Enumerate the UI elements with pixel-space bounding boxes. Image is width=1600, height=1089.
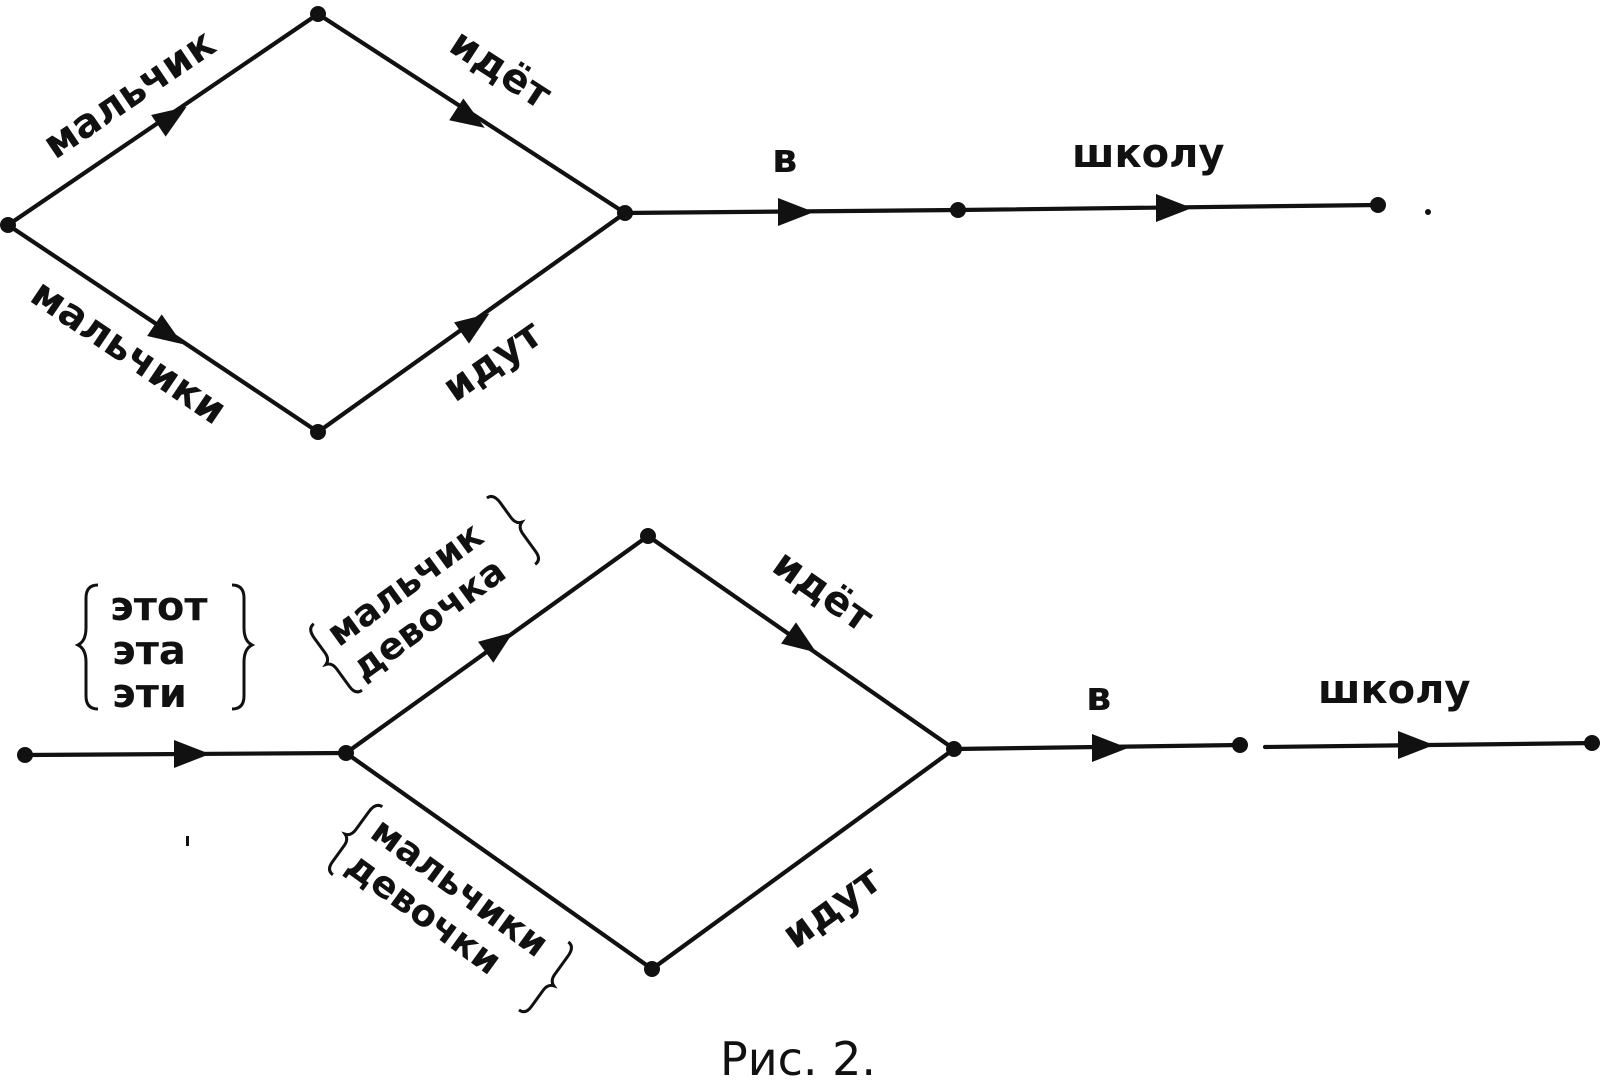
bottom-label-to: в xyxy=(1086,674,1111,720)
bottom-edge-split-to-lower xyxy=(343,750,655,972)
bottom-arrow-school xyxy=(1398,731,1434,759)
bottom-arrow-to xyxy=(1092,734,1128,762)
determiner-brace-left xyxy=(74,583,99,711)
top-label-boys: мальчики xyxy=(22,270,234,434)
top-node-upper xyxy=(310,6,326,22)
bottom-node-end xyxy=(1584,735,1600,751)
figure-caption: Рис. 2. xyxy=(720,1032,876,1086)
top-node-end xyxy=(1370,197,1386,213)
top-node-start xyxy=(0,217,16,233)
bottom-node-upper xyxy=(640,528,656,544)
bottom-label-school: школу xyxy=(1318,667,1470,713)
noun-plural-brace-left xyxy=(328,803,384,876)
bottom-graph: этот эта эти мальчик девочка мальчики де… xyxy=(17,495,1600,1014)
bottom-node-start xyxy=(17,747,33,763)
noun-singular-brace-right xyxy=(486,495,541,566)
determiner-brace-right xyxy=(231,583,256,711)
top-label-boy: мальчик xyxy=(35,20,224,168)
top-node-mid xyxy=(950,202,966,218)
determiner-this-masculine: этот xyxy=(110,584,208,630)
top-end-period xyxy=(1425,209,1431,215)
top-arrow-boy xyxy=(151,106,187,137)
noun-plural-brace-right xyxy=(518,940,573,1014)
bottom-edge-lower-to-merge xyxy=(649,746,957,972)
bottom-arrow-noun-singular xyxy=(478,632,514,663)
top-arrow-boys xyxy=(147,314,183,345)
bottom-node-merge xyxy=(946,741,962,757)
bottom-node-split xyxy=(338,745,354,761)
top-arrow-to xyxy=(778,198,814,226)
bottom-arrow-determiner xyxy=(174,740,210,768)
bottom-label-go: идут xyxy=(774,856,890,958)
noun-singular-brace-left xyxy=(309,622,363,694)
determiner-group: этот эта эти xyxy=(74,583,256,717)
noun-plural-group: мальчики девочки xyxy=(328,803,573,1014)
top-arrow-school xyxy=(1156,194,1192,222)
top-arrow-go xyxy=(454,313,490,344)
top-label-go: идут xyxy=(434,310,551,411)
top-node-merge xyxy=(617,205,633,221)
bottom-arrow-goes xyxy=(781,622,817,653)
bottom-node-lower xyxy=(644,961,660,977)
top-node-lower xyxy=(310,424,326,440)
top-label-to: в xyxy=(772,136,797,182)
bottom-stray-mark xyxy=(186,836,189,846)
noun-singular-group: мальчик девочка xyxy=(309,495,541,694)
top-label-school: школу xyxy=(1072,131,1224,177)
bottom-node-mid xyxy=(1232,737,1248,753)
top-arrow-goes xyxy=(449,98,485,128)
top-graph: мальчик идёт мальчики идут в школу xyxy=(0,6,1431,440)
determiner-this-feminine: эта xyxy=(112,628,186,674)
determiner-these: эти xyxy=(112,671,187,717)
